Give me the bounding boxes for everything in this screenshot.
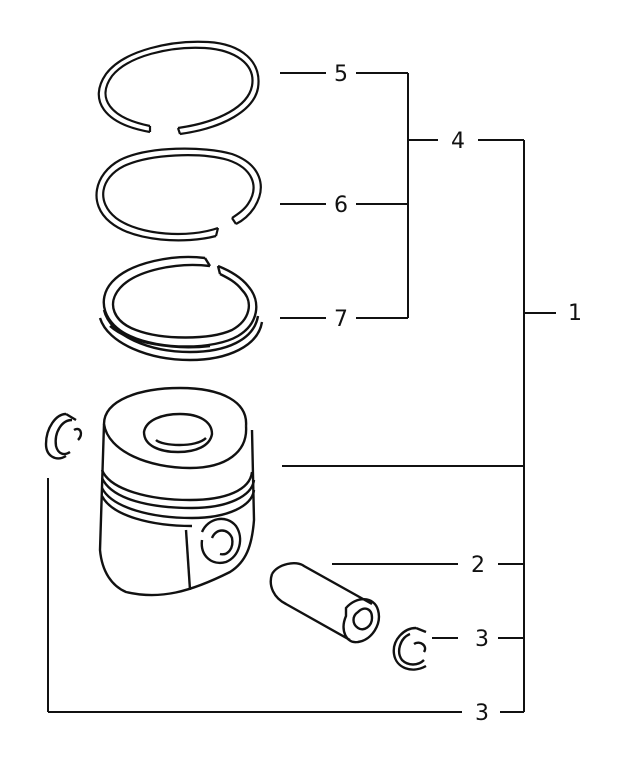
piston-ring-7 [98,255,264,362]
circlip-left [44,412,83,460]
piston-ring-5 [97,40,260,136]
piston-body [98,386,256,597]
callout-5: 5 [334,62,348,87]
piston-pin [269,562,381,644]
callout-3-circlip-right: 3 [475,627,489,652]
leader-lines [47,72,556,713]
piston-ring-6 [95,147,262,242]
callout-1: 1 [568,301,582,326]
callout-7: 7 [334,307,348,332]
circlip-right [392,626,427,671]
callout-6: 6 [334,193,348,218]
callout-4: 4 [451,129,465,154]
callout-3-circlip-left: 3 [475,701,489,726]
callout-2: 2 [471,553,485,578]
